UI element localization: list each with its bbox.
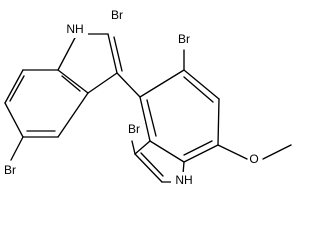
bond-c6prime-c7prime [217, 98, 220, 146]
bond-c3-c4prime [116, 72, 141, 98]
molecule-structure: NH Br Br Br Br NH O [0, 7, 292, 189]
bond-c3a-c7a-inner [61, 75, 81, 92]
atom-label-nh-top: NH [66, 22, 83, 36]
atom-label-br-lower-center: Br [128, 122, 140, 136]
atom-label-br-bottom-left: Br [4, 163, 16, 177]
bond-c7aprime-c3aprime [149, 140, 185, 163]
atom-label-o: O [249, 152, 258, 166]
bond-c2-c3-double [113, 36, 123, 72]
bond-c7-c6-double [9, 75, 25, 102]
bond-o-methyl [262, 144, 292, 160]
bond-c3aprime-c4prime [139, 96, 151, 142]
bond-c7prime-o [217, 144, 248, 160]
bond-c7-c6 [4, 69, 24, 104]
bond-c3a-c7a [57, 69, 89, 94]
bond-c7prime-c7aprime [183, 144, 219, 163]
atom-label-br-top: Br [111, 8, 123, 22]
bond-c4-c3a [57, 92, 89, 138]
atom-label-nh-bottom: NH [175, 173, 192, 187]
bond-c7a-n1 [57, 33, 78, 71]
bond-c7prime-c7aprime-double [183, 140, 213, 156]
atom-label-br-center: Br [178, 32, 190, 46]
atom-labels: NH Br Br Br Br NH O [0, 7, 259, 189]
bond-c3prime-c2prime [134, 153, 163, 183]
bond-lines [4, 33, 292, 183]
bond-c6-c5 [4, 102, 24, 138]
bond-c3aprime-c3prime [134, 140, 151, 155]
bond-c5-br [10, 136, 24, 161]
bond-c2-c3 [107, 33, 118, 74]
bond-c3-c3a [87, 72, 118, 94]
bond-c5prime-c6prime-double [183, 76, 214, 103]
bond-c3aprime-c4prime-double [146, 99, 157, 137]
bond-c3prime-c2prime-double [140, 152, 164, 177]
bond-c3prime-br [131, 140, 136, 155]
bond-c5prime-c6prime [183, 69, 220, 100]
bond-c4prime-c5prime [139, 69, 185, 98]
